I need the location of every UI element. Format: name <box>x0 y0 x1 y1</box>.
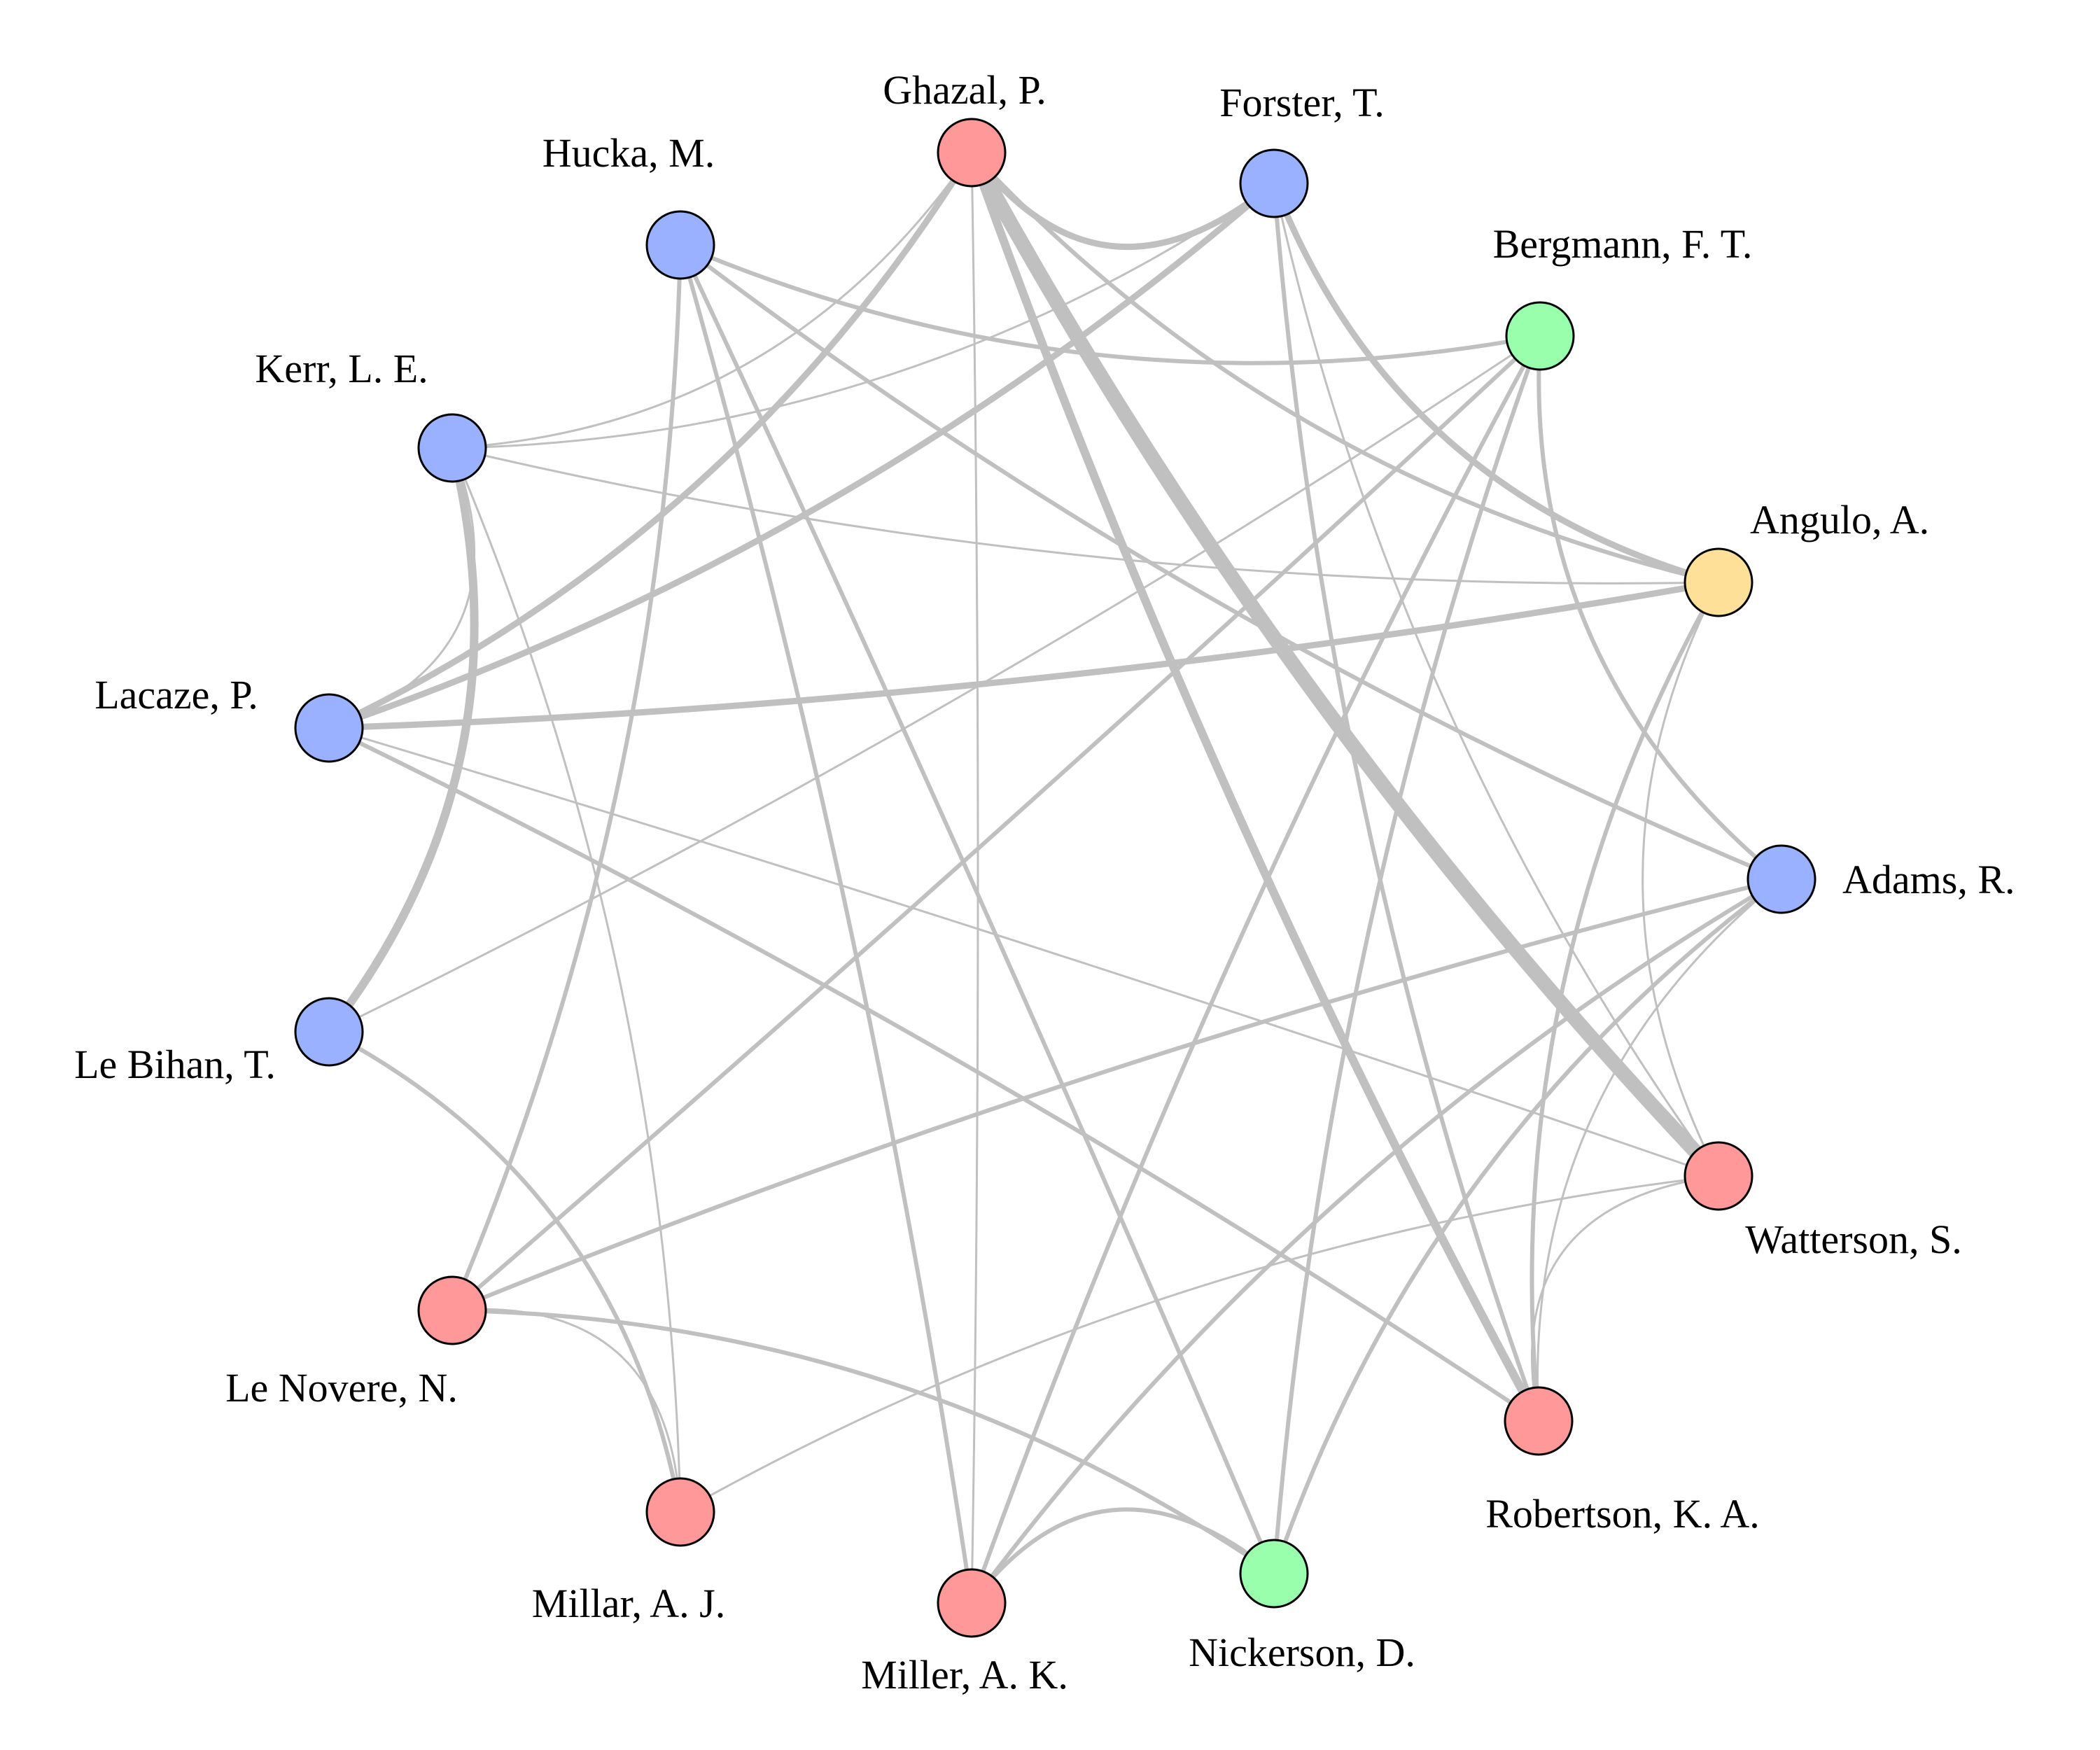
edge-watterson-robertson <box>1530 1175 1720 1422</box>
edge-hucka-miller <box>678 243 974 1605</box>
node-label-adams: Adams, R. <box>1842 857 2015 902</box>
node-miller <box>937 1568 1007 1638</box>
edge-ghazal-robertson <box>967 148 1543 1425</box>
edge-ghazal-miller <box>970 151 979 1604</box>
nodes-layer <box>294 118 1816 1638</box>
node-forster <box>1239 148 1309 218</box>
node-label-robertson: Robertson, K. A. <box>1485 1491 1760 1536</box>
node-lacaze <box>294 693 364 763</box>
edge-lenovere-millar <box>451 1308 682 1513</box>
node-lenovere <box>417 1275 487 1345</box>
node-millar <box>645 1477 715 1547</box>
edge-hucka-adams <box>678 243 1784 881</box>
node-adams <box>1746 844 1816 914</box>
node-label-forster: Forster, T. <box>1219 80 1385 125</box>
edge-lacaze-robertson <box>327 726 1541 1423</box>
node-watterson <box>1684 1141 1754 1211</box>
edge-adams-robertson <box>1536 878 1783 1422</box>
node-label-lebihan: Le Bihan, T. <box>74 1042 276 1087</box>
edge-adams-miller <box>969 877 1784 1605</box>
node-label-miller: Miller, A. K. <box>861 1652 1068 1698</box>
edge-bergmann-adams <box>1536 334 1784 881</box>
node-label-bergmann: Bergmann, F. T. <box>1493 221 1753 267</box>
node-label-watterson: Watterson, S. <box>1745 1217 1961 1262</box>
edge-hucka-bergmann <box>678 243 1542 365</box>
node-label-lacaze: Lacaze, P. <box>94 672 258 718</box>
edge-bergmann-lebihan <box>328 335 1541 1033</box>
node-robertson <box>1504 1386 1574 1456</box>
edge-kerr-angulo <box>451 447 1720 584</box>
edge-ghazal-angulo <box>969 150 1721 584</box>
edge-kerr-lebihan <box>325 444 479 1036</box>
node-label-lenovere: Le Novere, N. <box>225 1365 458 1410</box>
edge-watterson-millar <box>679 1175 1720 1513</box>
edge-bergmann-nickerson <box>1272 334 1542 1576</box>
edge-bergmann-miller <box>969 334 1542 1605</box>
edge-kerr-lacaze <box>328 447 476 729</box>
node-ghazal <box>937 118 1007 188</box>
node-label-angulo: Angulo, A. <box>1750 497 1929 542</box>
node-label-ghazal: Ghazal, P. <box>883 67 1046 113</box>
node-nickerson <box>1239 1539 1309 1609</box>
edge-bergmann-lenovere <box>450 334 1542 1312</box>
edge-forster-robertson <box>1272 181 1541 1423</box>
node-label-kerr: Kerr, L. E. <box>255 346 428 391</box>
edge-forster-angulo <box>1270 180 1722 586</box>
node-lebihan <box>294 997 364 1067</box>
edge-forster-kerr <box>451 182 1275 449</box>
node-label-hucka: Hucka, M. <box>542 130 715 176</box>
edge-adams-nickerson <box>1272 877 1784 1576</box>
edge-miller-nickerson <box>969 1507 1276 1605</box>
edge-forster-watterson <box>1273 182 1720 1177</box>
edge-lacaze-angulo <box>326 579 1722 732</box>
edge-ghazal-watterson <box>964 145 1726 1184</box>
edge-hucka-nickerson <box>678 243 1276 1576</box>
edge-ghazal-lacaze <box>326 149 975 732</box>
edge-hucka-lenovere <box>450 243 682 1312</box>
edge-angulo-watterson <box>1642 581 1720 1177</box>
edge-lenovere-nickerson <box>450 1308 1276 1576</box>
edges-layer <box>325 145 1784 1605</box>
edge-angulo-robertson <box>1530 580 1721 1423</box>
node-bergmann <box>1505 301 1575 371</box>
edge-adams-lenovere <box>450 877 1784 1312</box>
edge-ghazal-kerr <box>451 151 973 449</box>
node-hucka <box>645 210 715 280</box>
edge-kerr-millar <box>451 447 682 1513</box>
edge-forster-lacaze <box>326 180 1278 732</box>
edge-lacaze-watterson <box>328 727 1720 1177</box>
edge-lebihan-millar <box>327 1030 682 1514</box>
node-label-millar: Millar, A. J. <box>532 1581 725 1626</box>
node-kerr <box>417 413 487 483</box>
labels-layer: Ghazal, P. Forster, T. Bergmann, F. T. Angu… <box>74 67 2015 1698</box>
node-angulo <box>1684 547 1754 617</box>
node-label-nickerson: Nickerson, D. <box>1189 1630 1415 1675</box>
